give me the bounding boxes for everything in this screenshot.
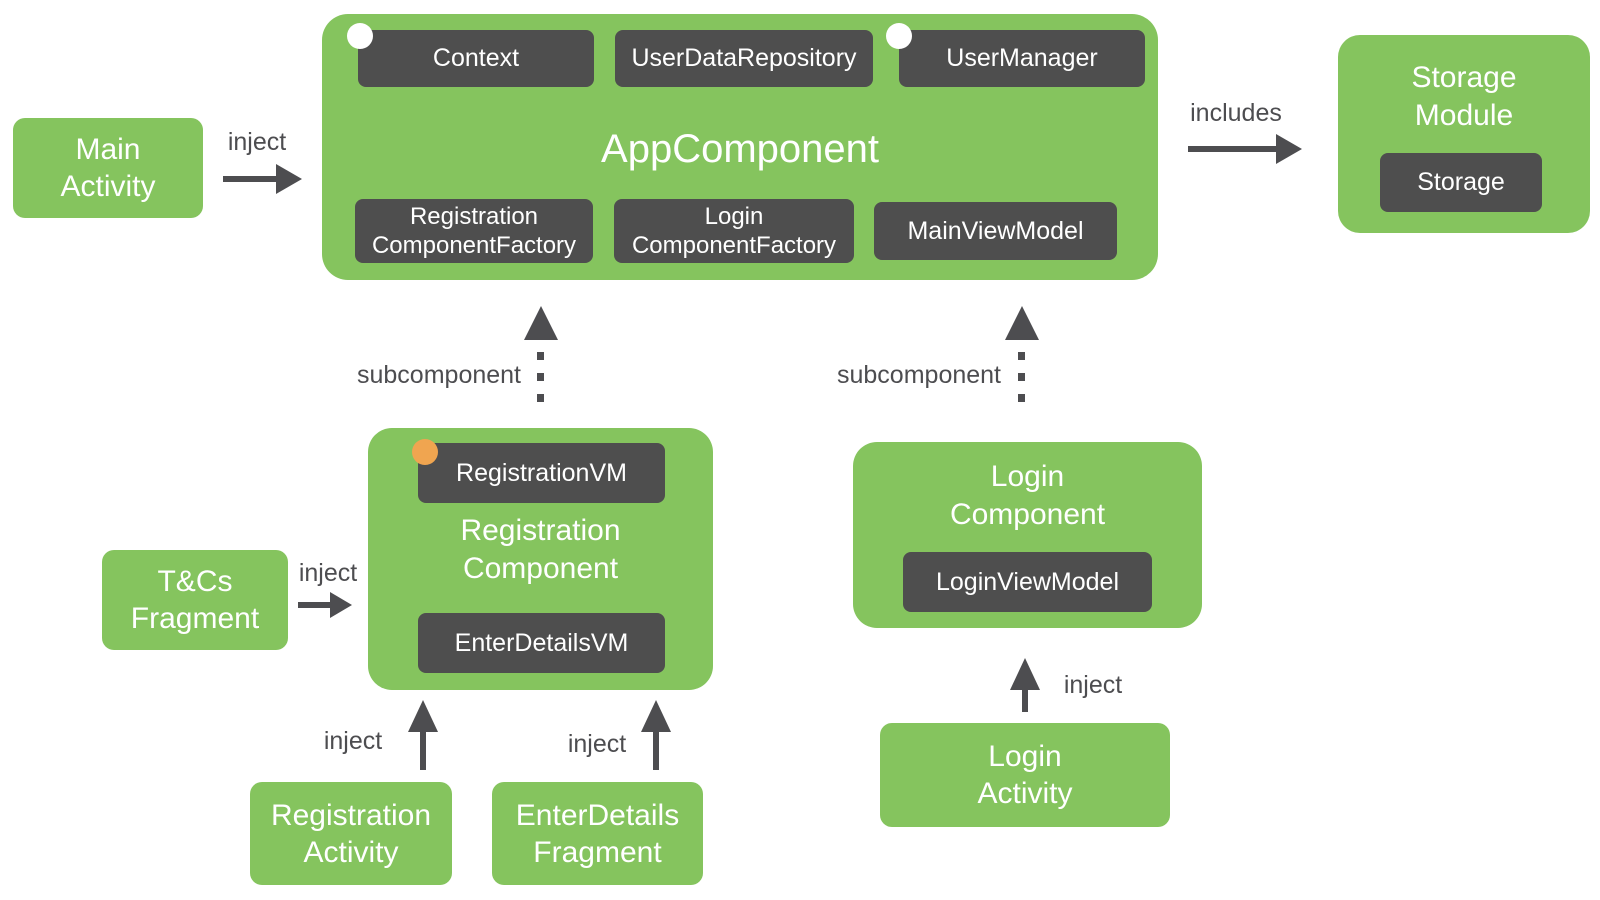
arrow-head-right-icon <box>330 592 352 618</box>
storage-node: Storage <box>1380 153 1542 212</box>
registration-vm-node: RegistrationVM <box>418 443 665 503</box>
main-activity-node: Main Activity <box>13 118 203 218</box>
arrow-head-up-icon <box>408 700 438 732</box>
app-component-node: Context UserDataRepository UserManager A… <box>322 14 1158 280</box>
subcomponent-label: subcomponent <box>837 361 1002 389</box>
login-view-model-node: LoginViewModel <box>903 552 1152 612</box>
login-component-title: Login Component <box>949 460 1106 531</box>
arrow-head-up-icon <box>524 306 558 340</box>
app-component-title: AppComponent <box>601 127 879 171</box>
arrow-head-right-icon <box>1276 134 1302 164</box>
tcs-fragment-node: T&Cs Fragment <box>102 550 288 650</box>
storage-module-node: Storage Module Storage <box>1338 35 1590 233</box>
context-label: Context <box>432 44 520 72</box>
inject-label: inject <box>227 128 287 156</box>
user-data-repository-node: UserDataRepository <box>615 30 873 87</box>
arrow-head-up-icon <box>1005 306 1039 340</box>
inject-label: inject <box>323 727 383 755</box>
singleton-scope-dot-icon <box>347 23 373 49</box>
registration-component-factory-label: Registration ComponentFactory <box>371 203 577 259</box>
storage-label: Storage <box>1417 168 1505 196</box>
login-activity-label: Login Activity <box>977 740 1073 810</box>
inject-label: inject <box>298 559 358 587</box>
login-view-model-label: LoginViewModel <box>936 567 1119 596</box>
user-manager-label: UserManager <box>946 44 1098 72</box>
inject-label: inject <box>567 730 627 758</box>
arrow-shaft <box>223 176 276 182</box>
context-node: Context <box>358 30 594 87</box>
login-component-factory-node: Login ComponentFactory <box>614 199 854 263</box>
arrow-shaft <box>420 732 426 770</box>
tcs-fragment-label: T&Cs Fragment <box>130 565 260 635</box>
arrow-head-up-icon <box>641 700 671 732</box>
main-view-model-label: MainViewModel <box>907 216 1084 245</box>
inject-label: inject <box>1063 671 1123 699</box>
login-component-factory-label: Login ComponentFactory <box>631 203 837 259</box>
registration-component-node: RegistrationVM Registration Component En… <box>368 428 713 690</box>
enter-details-fragment-label: EnterDetails Fragment <box>515 798 680 869</box>
activity-scope-dot-icon <box>412 439 438 465</box>
arrow-shaft <box>1022 690 1028 712</box>
registration-activity-node: Registration Activity <box>250 782 452 885</box>
subcomponent-label: subcomponent <box>357 361 522 389</box>
arrow-head-right-icon <box>276 164 302 194</box>
user-manager-node: UserManager <box>899 30 1145 87</box>
dashed-arrow-shaft <box>537 352 544 409</box>
login-component-node: Login Component LoginViewModel <box>853 442 1202 628</box>
singleton-scope-dot-icon <box>886 23 912 49</box>
registration-vm-label: RegistrationVM <box>456 458 627 487</box>
main-activity-label: Main Activity <box>60 133 156 203</box>
dashed-arrow-shaft <box>1018 352 1025 409</box>
main-view-model-node: MainViewModel <box>874 202 1117 260</box>
enter-details-fragment-node: EnterDetails Fragment <box>492 782 703 885</box>
enter-details-vm-label: EnterDetailsVM <box>454 628 629 657</box>
registration-component-title: Registration Component <box>460 514 621 585</box>
user-data-repository-label: UserDataRepository <box>631 44 857 72</box>
enter-details-vm-node: EnterDetailsVM <box>418 613 665 673</box>
storage-module-title: Storage Module <box>1411 61 1517 132</box>
arrow-shaft <box>1188 146 1276 152</box>
arrow-shaft <box>298 602 330 608</box>
login-activity-node: Login Activity <box>880 723 1170 827</box>
includes-label: includes <box>1190 99 1282 127</box>
registration-component-factory-node: Registration ComponentFactory <box>355 199 593 263</box>
arrow-head-up-icon <box>1010 658 1040 690</box>
arrow-shaft <box>653 732 659 770</box>
registration-activity-label: Registration Activity <box>270 798 432 869</box>
